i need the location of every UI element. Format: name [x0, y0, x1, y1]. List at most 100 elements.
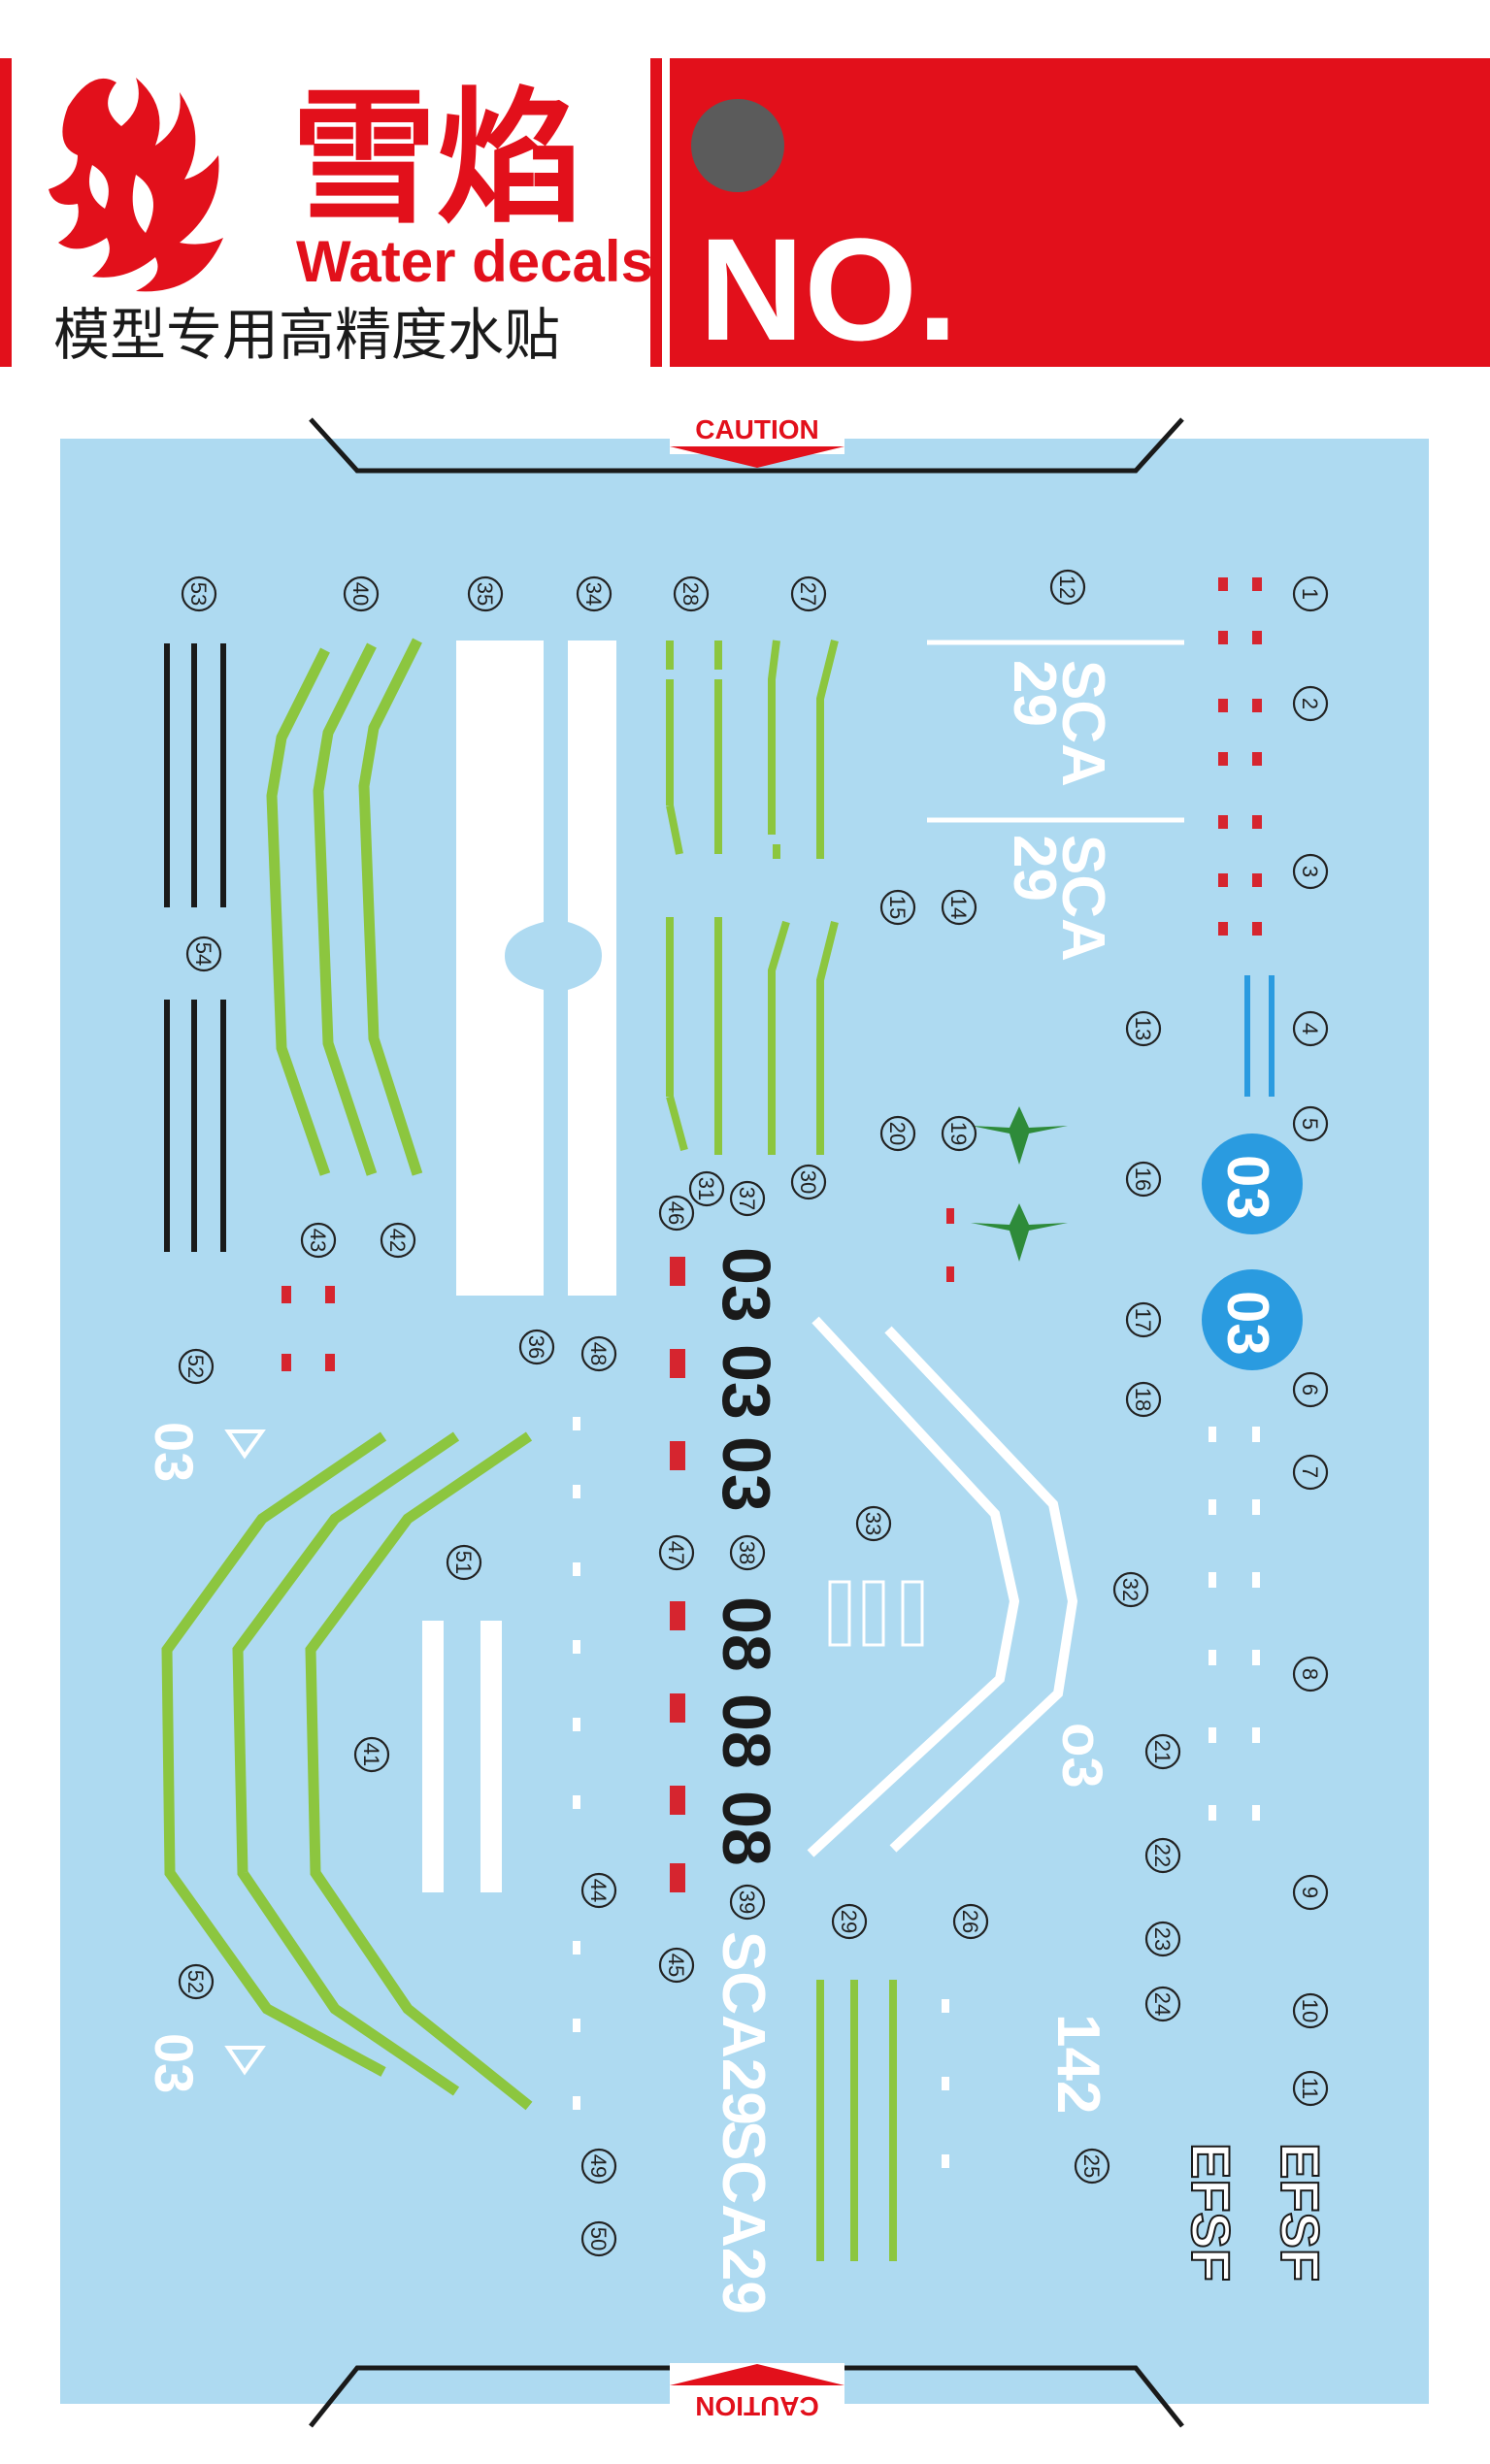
- number-label-n28: 28: [679, 582, 703, 606]
- number-label-n49: 49: [586, 2154, 611, 2178]
- sca29-decal-2: SCA29: [710, 2120, 777, 2315]
- number-label-n27: 27: [796, 582, 820, 606]
- green-stripes-27: [666, 640, 839, 1155]
- white-bars: [456, 641, 616, 1296]
- num-142-decal: 142: [1044, 2014, 1111, 2114]
- number-label-n15: 15: [885, 896, 910, 919]
- header: NO. 雪焰 Water decals 模型专用高精度水贴: [0, 58, 1490, 371]
- white-bars-51: [422, 1621, 502, 1892]
- number-label-n18: 18: [1131, 1388, 1155, 1411]
- number-label-n5: 5: [1298, 1118, 1322, 1130]
- number-label-n12: 12: [1055, 575, 1079, 599]
- number-circle-n18: 18: [1125, 1381, 1162, 1418]
- number-circle-n44: 44: [580, 1872, 617, 1909]
- number-label-n13: 13: [1131, 1017, 1155, 1040]
- brand-chinese-name: 雪焰: [291, 77, 582, 240]
- black-03-decal-1: 03: [709, 1247, 784, 1323]
- number-circle-n28: 28: [673, 575, 710, 612]
- sca29-decal-1: SCA29: [710, 1931, 777, 2125]
- number-circle-n24: 24: [1144, 1986, 1181, 2022]
- number-circle-n10: 10: [1292, 1992, 1329, 2029]
- number-label-n1: 1: [1298, 588, 1322, 600]
- small-white-marks: [573, 1417, 1260, 2168]
- number-label-n36: 36: [524, 1335, 548, 1359]
- star-marks: [971, 1106, 1068, 1262]
- number-circle-n16: 16: [1125, 1161, 1162, 1198]
- number-circle-n54: 54: [185, 936, 222, 972]
- number-label-n40: 40: [348, 582, 373, 606]
- number-circle-n43: 43: [300, 1222, 337, 1259]
- number-panel: [670, 58, 1490, 367]
- number-circle-n20: 20: [879, 1115, 916, 1152]
- number-circle-n27: 27: [790, 575, 827, 612]
- number-circle-n34: 34: [576, 575, 613, 612]
- number-circle-n8: 8: [1292, 1656, 1329, 1692]
- number-circle-n14: 14: [941, 889, 977, 926]
- num-29-decal-2: 29: [1001, 835, 1068, 902]
- number-label-n25: 25: [1079, 2154, 1104, 2178]
- number-label-n19: 19: [946, 1122, 971, 1145]
- flame-logo-icon: [49, 78, 223, 292]
- number-label-n10: 10: [1298, 1999, 1322, 2022]
- number-circle-n45: 45: [658, 1947, 695, 1984]
- blue-03-decal-2: 03: [1215, 1291, 1280, 1356]
- sca-decal-2: SCA: [1049, 835, 1116, 962]
- number-circle-n48: 48: [580, 1335, 617, 1372]
- number-label-n6: 6: [1298, 1384, 1322, 1396]
- number-circle-n29: 29: [831, 1903, 868, 1940]
- number-circle-n52b: 52: [178, 1963, 215, 2000]
- left-red-bar: [0, 58, 12, 367]
- number-label-n35: 35: [473, 582, 497, 606]
- white-text-decals: SCA29 SCA29 03 03 o3 142 EFSF EFSF: [144, 1422, 1332, 2315]
- number-label-n38: 38: [735, 1541, 759, 1564]
- sca-29-decals: SCA 29 SCA 29: [927, 640, 1184, 962]
- number-label-n23: 23: [1150, 1927, 1175, 1951]
- white-o3-decal: o3: [1050, 1723, 1113, 1789]
- white-03-decal-1: 03: [144, 1422, 205, 1482]
- number-label-n50: 50: [586, 2227, 611, 2250]
- blue-decals: 03 03: [1202, 975, 1303, 1370]
- number-label-n45: 45: [664, 1954, 688, 1977]
- number-label: NO.: [699, 208, 958, 371]
- brand-english-name: Water decals: [296, 229, 653, 294]
- black-stripes: [164, 643, 226, 1252]
- number-label-n37: 37: [735, 1187, 759, 1210]
- black-numbers: 03 03 03 08 08 08: [709, 1247, 784, 1866]
- sca-decal-1: SCA: [1049, 660, 1116, 787]
- number-label-n51: 51: [451, 1551, 476, 1574]
- number-label-n22: 22: [1150, 1844, 1175, 1867]
- number-label-n16: 16: [1131, 1167, 1155, 1191]
- number-label-n8: 8: [1298, 1668, 1322, 1680]
- number-circle-n15: 15: [879, 889, 916, 926]
- number-circle-n35: 35: [467, 575, 504, 612]
- efsf-decal-1: EFSF: [1180, 2143, 1242, 2282]
- number-label-n2: 2: [1298, 698, 1322, 709]
- number-circle-n47: 47: [658, 1534, 695, 1571]
- number-circle-n12: 12: [1049, 569, 1086, 606]
- number-label-n33: 33: [861, 1512, 885, 1535]
- number-label-n52b: 52: [183, 1970, 208, 1993]
- green-stripes-29: [816, 1980, 897, 2261]
- num-29-decal-1: 29: [1001, 660, 1068, 727]
- number-circle-n37: 37: [729, 1180, 766, 1217]
- number-circle-n7: 7: [1292, 1454, 1329, 1491]
- number-label-n20: 20: [885, 1122, 910, 1145]
- number-label-n44: 44: [586, 1879, 611, 1902]
- number-circle-n41: 41: [353, 1736, 390, 1773]
- black-03-decal-2: 03: [709, 1344, 784, 1420]
- number-label-n9: 9: [1298, 1887, 1322, 1898]
- white-chevron: [807, 1316, 1078, 1857]
- number-label-n39: 39: [735, 1890, 759, 1914]
- number-label-n48: 48: [586, 1342, 611, 1365]
- small-white-boxes: [828, 1580, 924, 1647]
- number-circle-n9: 9: [1292, 1874, 1329, 1911]
- black-08-decal-1: 08: [709, 1596, 784, 1672]
- number-label-n24: 24: [1150, 1992, 1175, 2016]
- number-label-n31: 31: [694, 1177, 718, 1200]
- efsf-decal-2: EFSF: [1270, 2143, 1331, 2282]
- small-marks: [281, 577, 1262, 1892]
- brand-tagline: 模型专用高精度水贴: [53, 304, 560, 367]
- green-chevrons-41: [161, 1431, 533, 2111]
- number-circle-n5: 5: [1292, 1105, 1329, 1142]
- number-circle-n33: 33: [855, 1505, 892, 1542]
